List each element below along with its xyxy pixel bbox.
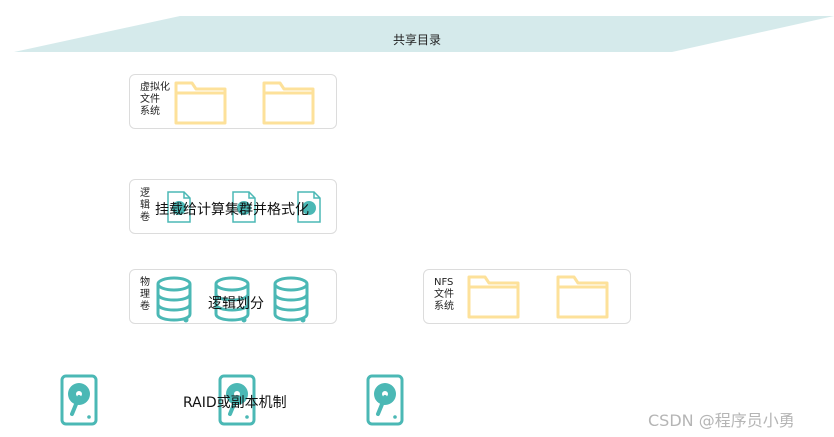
shared-directory-label: 共享目录: [392, 33, 441, 47]
watermark: CSDN @程序员小勇: [648, 411, 795, 430]
physical-volume-label: 物 理 卷: [140, 277, 150, 312]
folder-icon: [556, 275, 609, 319]
document-icon: [167, 191, 191, 223]
folder-icon: [174, 81, 227, 125]
virtual-fs-label: 虚拟化 文件 系统: [140, 82, 170, 117]
hard-disk-icon: [60, 374, 98, 426]
folder-icon: [467, 275, 520, 319]
document-icon: [232, 191, 256, 223]
folder-icon: [262, 81, 315, 125]
raid-replica-caption: RAID或副本机制: [183, 395, 287, 411]
mount-format-caption: 挂载给计算集群并格式化: [155, 202, 309, 218]
document-icon: [297, 191, 321, 223]
hard-disk-icon: [218, 374, 256, 426]
virtual-fs-box: [129, 74, 337, 129]
database-icon: [156, 276, 192, 323]
logical-partition-caption: 逻辑划分: [208, 296, 264, 312]
database-icon: [273, 276, 309, 323]
hard-disk-icon: [366, 374, 404, 426]
logical-volume-label: 逻 辑 卷: [140, 188, 150, 223]
shared-directory-banner: [14, 16, 834, 52]
nfs-fs-label: NFS 文件 系统: [434, 277, 454, 312]
database-icon: [214, 276, 250, 323]
nfs-fs-box: [423, 269, 631, 324]
